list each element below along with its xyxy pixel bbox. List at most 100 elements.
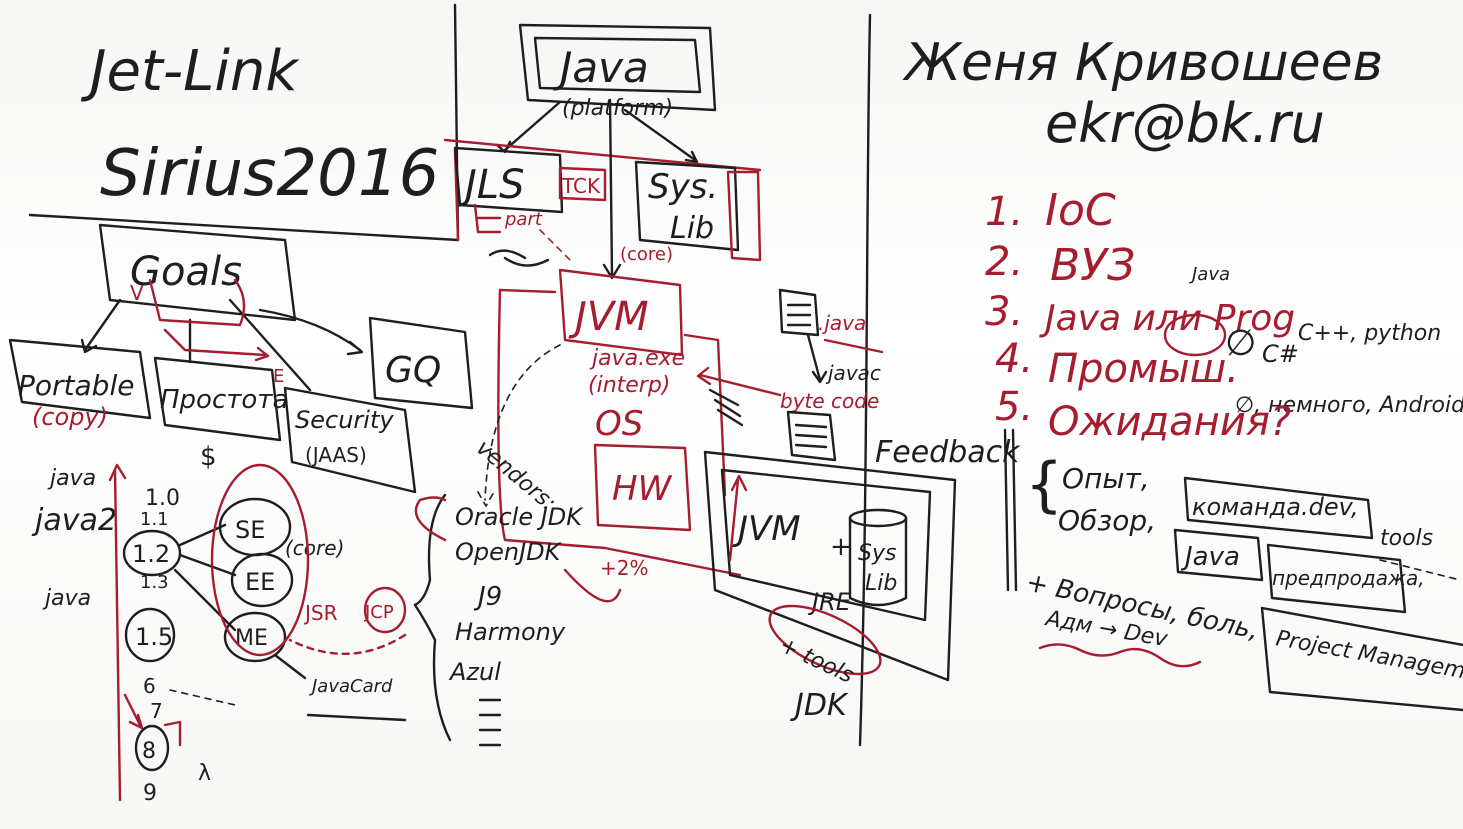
security-box <box>283 386 417 494</box>
version-1-5: 1.5 <box>135 623 173 651</box>
jvm-label: JVM <box>568 294 649 340</box>
version-1-0: 1.0 <box>145 486 180 511</box>
openjdk-red-loop <box>563 568 622 603</box>
phi-1: ∅ <box>1225 323 1256 364</box>
java-syslib-arrow <box>623 108 699 164</box>
java2-label: java2 <box>31 503 117 538</box>
tools-dashed <box>1379 559 1461 581</box>
cpp-python-label: C++, python <box>1298 321 1441 346</box>
prog-red-circle <box>1163 313 1227 357</box>
jre-plus: + <box>830 532 852 562</box>
adm-red-underline <box>1038 643 1202 668</box>
list-item-5: Ожидания? <box>1048 399 1291 445</box>
jvm-red-frame <box>497 288 742 577</box>
core-label-left: (core) <box>285 536 344 560</box>
vendor-azul: Azul <box>448 658 501 686</box>
jcp-label: JCP <box>364 602 394 623</box>
version-9: 9 <box>143 781 157 806</box>
javaexe-label: java.exe <box>589 346 685 371</box>
author-name: Женя Кривошеев <box>902 33 1383 93</box>
version-dashed-arrow <box>169 689 236 706</box>
platform-label: (platform) <box>562 96 673 121</box>
feedback-label: Feedback <box>875 435 1021 470</box>
version-8: 8 <box>142 739 156 764</box>
bytecode-label: byte code <box>780 389 879 413</box>
javacard-underline <box>306 713 407 722</box>
tck-label: TCK <box>561 174 601 198</box>
java-note: Java <box>1189 264 1230 285</box>
syslib-label-1: Sys. <box>648 167 718 207</box>
version-1-5-circle <box>124 607 176 663</box>
divider-double-line <box>1003 428 1018 592</box>
interp-label: (interp) <box>588 373 670 398</box>
jre-syslib-1: Sys <box>858 541 896 566</box>
java-jls-arrow <box>495 100 562 154</box>
ee-label: EE <box>245 568 275 596</box>
list-num-5: 5. <box>995 384 1033 430</box>
timeline-red-arrow <box>108 463 127 802</box>
dotjava-underline <box>823 338 884 354</box>
list-num-1: 1. <box>985 189 1023 235</box>
prosota-box <box>153 356 282 442</box>
vendor-list-dashes <box>478 698 502 747</box>
version-8-circle <box>134 724 170 772</box>
security-sub-label: (JAAS) <box>305 443 367 467</box>
vendors-brace <box>413 493 452 742</box>
vendor-oracle: Oracle JDK <box>455 503 584 531</box>
opyt-label: Опыт, <box>1062 462 1150 495</box>
hw-box <box>593 443 692 532</box>
list-item-1: IoC <box>1045 185 1116 236</box>
jre-jvm-label: JVM <box>732 509 801 549</box>
java-platform-inner-box <box>533 36 702 94</box>
hatch-marks <box>708 388 744 427</box>
jsr-label: JSR <box>303 601 338 625</box>
version-1-2: 1.2 <box>132 540 170 568</box>
java-note-box <box>1173 528 1264 582</box>
komanda-box <box>1183 476 1374 540</box>
prosota-label: Простота <box>160 385 288 415</box>
jls-label: JLS <box>458 162 524 208</box>
bytecode-jvm-arrow <box>696 366 782 397</box>
goals-arrow-gq <box>258 308 364 356</box>
list-item-3: Java или Prog <box>1039 298 1295 339</box>
copy-label: (copy) <box>32 403 108 431</box>
vendor-openjdk: OpenJDK <box>455 538 563 566</box>
me-circle <box>223 611 287 663</box>
predprodazha-label: предпродажа, <box>1272 566 1425 590</box>
version-6: 6 <box>143 674 156 698</box>
gq-label: GQ <box>385 350 441 391</box>
list-num-3: 3. <box>985 289 1023 335</box>
list-num-2: 2. <box>985 239 1023 285</box>
syslib-cylinder-body <box>848 516 908 607</box>
syslib-box <box>634 160 740 252</box>
portable-box <box>8 338 152 420</box>
predprodazha-box <box>1266 543 1407 614</box>
obzor-label: Обзор, <box>1058 504 1156 537</box>
syslib-label-2: Lib <box>670 211 714 246</box>
editions-arrows <box>173 523 237 632</box>
jre-label: JRE <box>808 588 852 616</box>
security-label: Security <box>295 406 394 434</box>
syslib-red-box <box>726 170 762 262</box>
plus-2-percent: +2% <box>600 556 649 580</box>
jcp-dashed-arrow <box>288 633 407 655</box>
core-label-mid: (core) <box>620 244 673 265</box>
vendor-harmony: Harmony <box>455 618 566 646</box>
jdk-outer-box <box>703 450 957 682</box>
os-label: OS <box>595 404 643 444</box>
editions-red-ellipse <box>210 463 310 657</box>
title-jet-link: Jet-Link <box>80 39 300 104</box>
right-brace: { <box>1025 450 1063 520</box>
csharp-label: C# <box>1262 340 1299 368</box>
jvm-vendors-dashed <box>477 344 561 507</box>
goals-box <box>98 223 297 322</box>
javacard-label: JavaCard <box>309 676 393 697</box>
phi-2: ∅, немного, Android <box>1235 393 1463 418</box>
eye-sketch <box>488 249 550 267</box>
e-label: E <box>273 366 284 387</box>
part-label: part <box>504 209 543 230</box>
version-red-marks <box>123 693 182 747</box>
javac-arrow <box>806 333 828 384</box>
gq-box <box>368 316 474 410</box>
